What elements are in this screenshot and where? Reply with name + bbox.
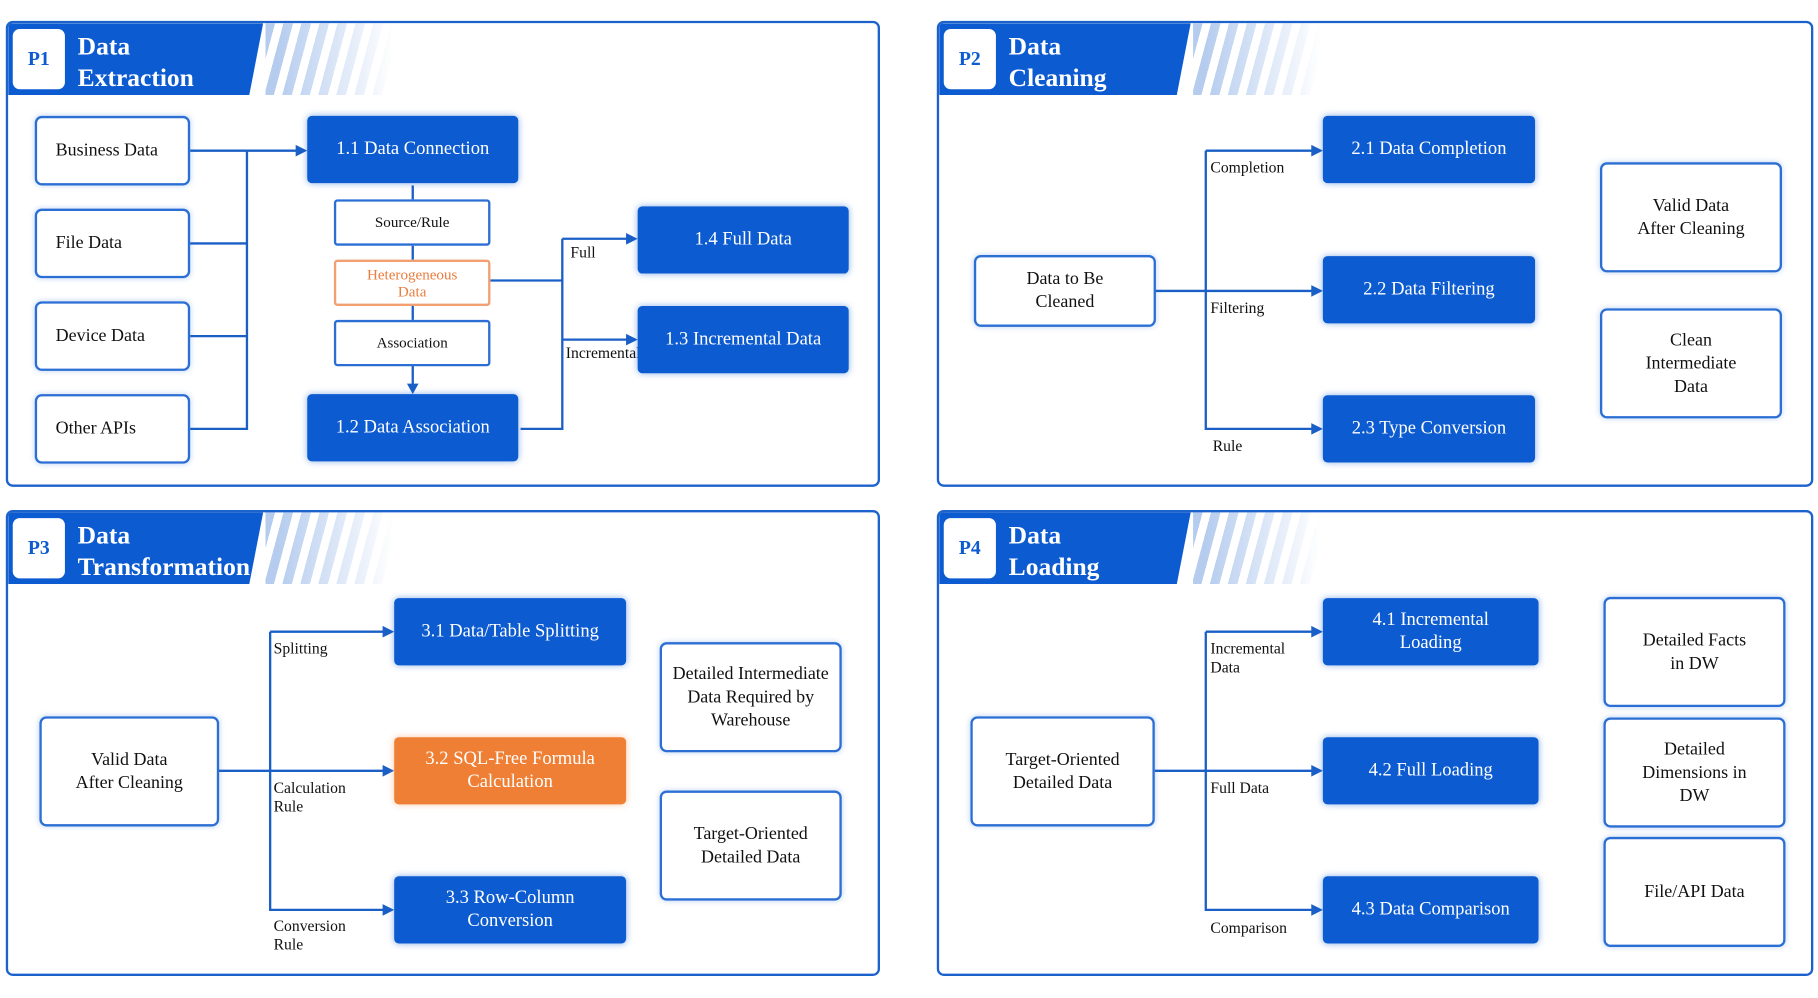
panel-title: Data Loading — [1008, 520, 1100, 581]
step-row-column-conversion: 3.3 Row-Column Conversion — [394, 876, 627, 944]
label-calculation-rule: Calculation Rule — [273, 778, 346, 815]
step-data-table-splitting: 3.1 Data/Table Splitting — [394, 598, 627, 666]
connector-lines — [217, 625, 395, 916]
panel-data-loading: P4 Data Loading Target-Oriented Detailed… — [936, 510, 1814, 976]
input-data-to-be-cleaned: Data to Be Cleaned — [973, 255, 1156, 327]
connector-lines — [1154, 625, 1323, 916]
label-incremental: Incremental — [565, 344, 641, 362]
connector-lines — [190, 144, 638, 431]
panel-data-cleaning: P2 Data Cleaning Data to Be Cleaned Comp… — [936, 20, 1814, 487]
output-clean-intermediate: Clean Intermediate Data — [1599, 308, 1782, 419]
output-file-api-data: File/API Data — [1603, 836, 1786, 947]
step-data-comparison: 4.3 Data Comparison — [1322, 876, 1539, 944]
label-filtering: Filtering — [1210, 299, 1265, 317]
panel-data-extraction: P1 Data Extraction Business Data File — [5, 20, 880, 487]
panel-title: Data Extraction — [77, 31, 194, 92]
step-incremental-loading: 4.1 Incremental Loading — [1322, 598, 1539, 666]
step-data-association: 1.2 Data Association — [307, 394, 519, 462]
step-data-completion: 2.1 Data Completion — [1322, 115, 1536, 184]
label-rule: Rule — [1212, 436, 1243, 455]
step-data-connection: 1.1 Data Connection — [307, 115, 519, 184]
label-comparison: Comparison — [1210, 919, 1287, 937]
step-sql-free-formula: 3.2 SQL-Free Formula Calculation — [394, 737, 627, 805]
source-rule-label: Source/Rule — [333, 199, 491, 246]
source-other-apis: Other APIs — [34, 394, 191, 464]
heterogeneous-data-box: Heterogeneous Data — [333, 259, 491, 307]
label-full: Full — [570, 243, 596, 261]
association-label: Association — [333, 319, 491, 367]
label-full-data: Full Data — [1210, 778, 1270, 797]
label-incremental-data: Incremental Data — [1210, 639, 1286, 676]
panel-title: Data Cleaning — [1008, 31, 1107, 92]
input-target-oriented: Target-Oriented Detailed Data — [970, 716, 1155, 827]
source-business-data: Business Data — [34, 115, 191, 186]
output-detailed-dimensions: Detailed Dimensions in DW — [1603, 717, 1786, 828]
step-full-loading: 4.2 Full Loading — [1322, 737, 1539, 805]
step-incremental-data: 1.3 Incremental Data — [637, 306, 849, 374]
source-file-data: File Data — [34, 208, 191, 279]
step-type-conversion: 2.3 Type Conversion — [1322, 395, 1536, 463]
panel-title: Data Transformation — [77, 520, 251, 581]
input-valid-data: Valid Data After Cleaning — [39, 716, 220, 827]
step-data-filtering: 2.2 Data Filtering — [1322, 256, 1536, 324]
panel-badge: P2 — [943, 28, 996, 90]
output-detailed-intermediate: Detailed Intermediate Data Required by W… — [659, 642, 842, 753]
source-device-data: Device Data — [34, 301, 191, 371]
panel-badge: P1 — [12, 28, 65, 90]
panel-badge: P3 — [12, 518, 65, 579]
label-conversion-rule: Conversion Rule — [273, 916, 346, 953]
panel-data-transformation: P3 Data Transformation Valid Data After … — [5, 510, 880, 976]
label-splitting: Splitting — [273, 639, 328, 658]
step-full-data: 1.4 Full Data — [637, 206, 849, 274]
label-completion: Completion — [1210, 158, 1285, 177]
panel-badge: P4 — [943, 518, 996, 579]
output-target-oriented: Target-Oriented Detailed Data — [659, 790, 842, 901]
output-valid-data: Valid Data After Cleaning — [1599, 162, 1782, 273]
output-detailed-facts: Detailed Facts in DW — [1603, 596, 1786, 708]
connector-lines — [1154, 144, 1323, 435]
